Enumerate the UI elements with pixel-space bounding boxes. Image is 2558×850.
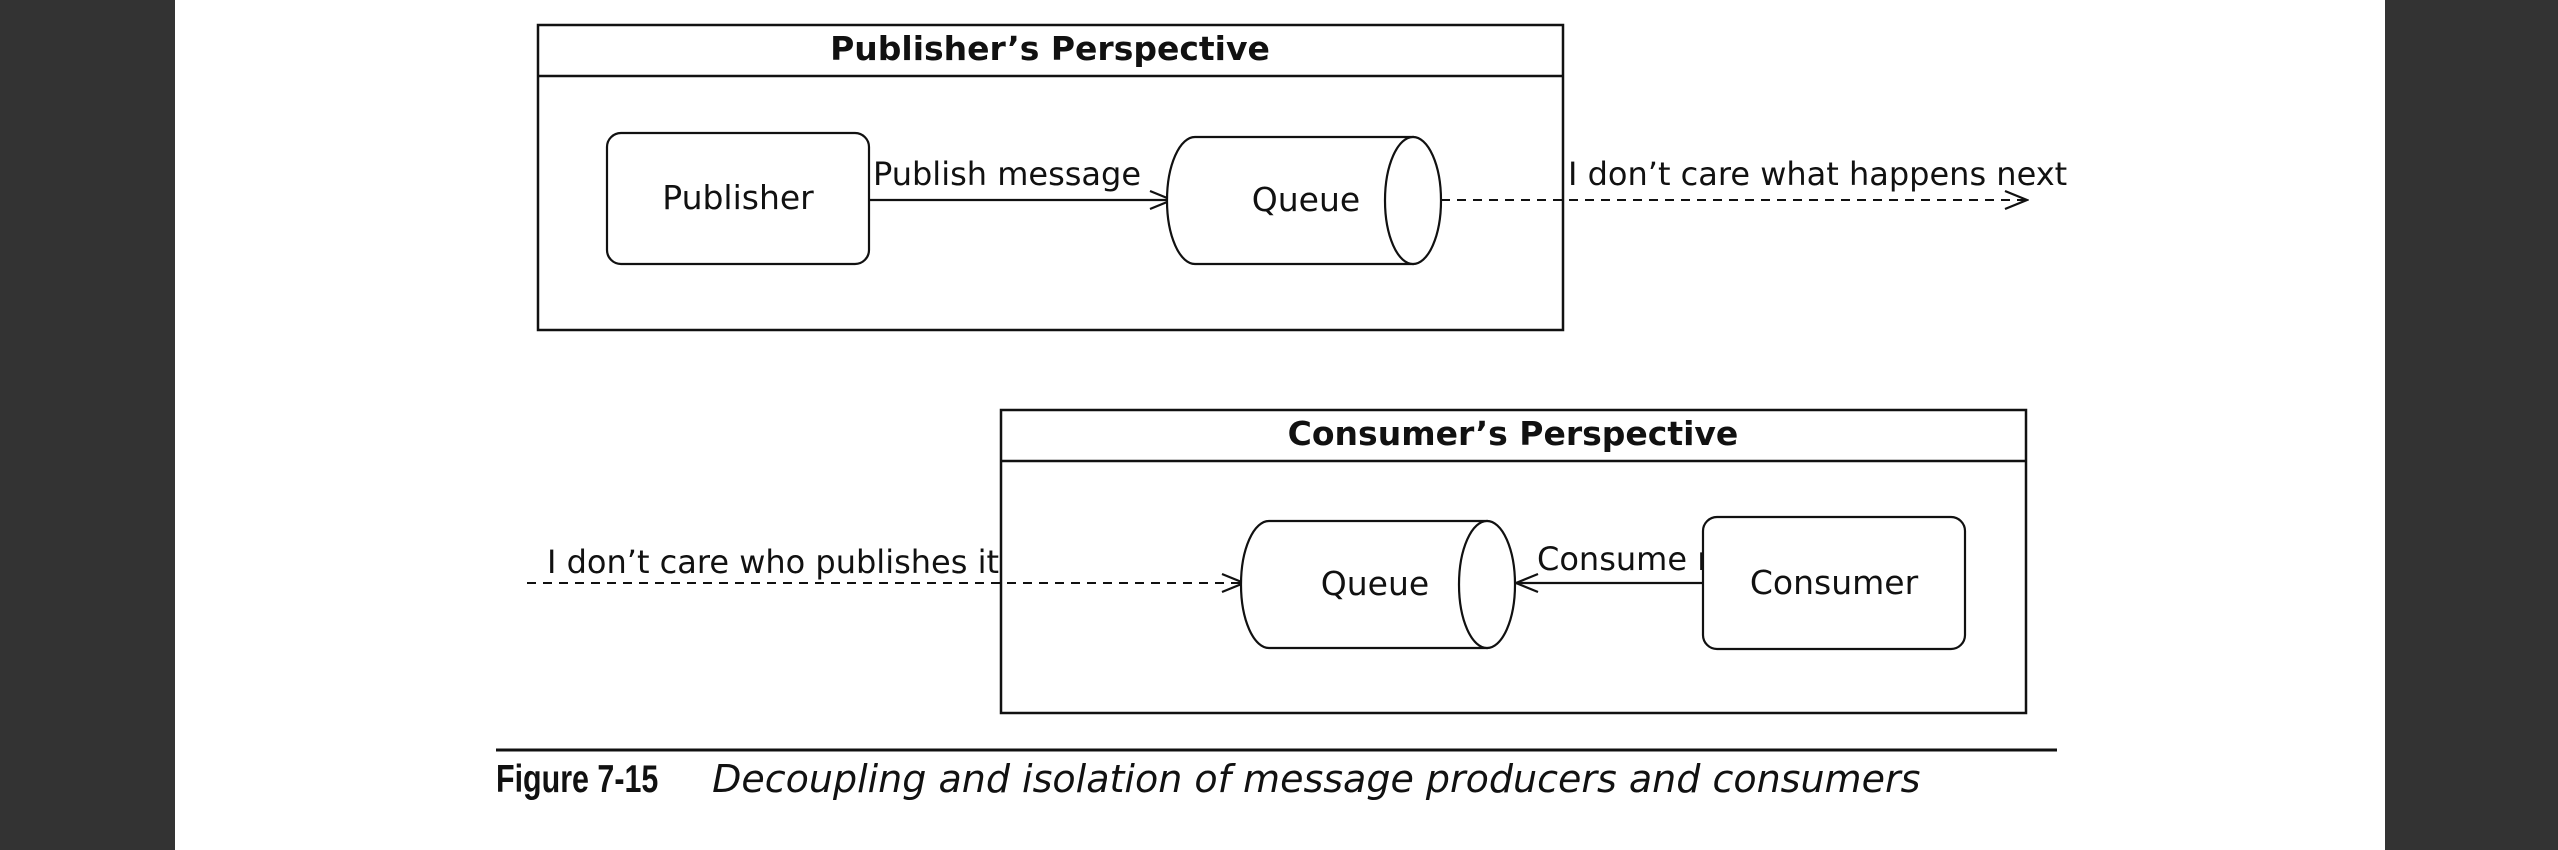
publisher-queue-node: Queue [1165,135,1443,266]
decoupling-diagram: Publisher’s Perspective Publisher Publis… [496,23,2067,752]
publish-message-label: Publish message [873,155,1141,193]
book-page: Publisher’s Perspective Publisher Publis… [175,0,2385,850]
consumer-perspective-panel: Consumer’s Perspective I don’t care who … [527,408,2028,715]
figure-caption-text: Decoupling and isolation of message prod… [712,757,1921,801]
who-publishes-label: I don’t care who publishes it [547,543,999,581]
queue-cylinder-body [1165,135,1415,266]
publisher-panel-title: Publisher’s Perspective [830,29,1270,68]
publisher-node-label: Publisher [662,178,814,217]
consumer-queue-label: Queue [1321,564,1429,603]
consumer-queue-node: Queue [1239,519,1517,650]
publisher-panel-frame [536,23,1565,332]
queue-cylinder-end [1383,135,1443,266]
consumer-node-label: Consumer [1750,563,1919,602]
queue-cylinder-body [1239,519,1489,650]
queue-cylinder-end [1457,519,1517,650]
consumer-panel-title: Consumer’s Perspective [1288,414,1739,453]
consumer-node [1701,515,1967,651]
consumer-panel-frame [999,408,2028,715]
publisher-queue-label: Queue [1252,180,1360,219]
figure-caption: Figure 7-15 Decoupling and isolation of m… [496,757,1920,802]
publisher-perspective-panel: Publisher’s Perspective Publisher Publis… [536,23,2067,332]
publisher-node [605,131,871,266]
figure-number: Figure 7-15 [496,758,659,801]
what-happens-next-label: I don’t care what happens next [1568,155,2067,193]
